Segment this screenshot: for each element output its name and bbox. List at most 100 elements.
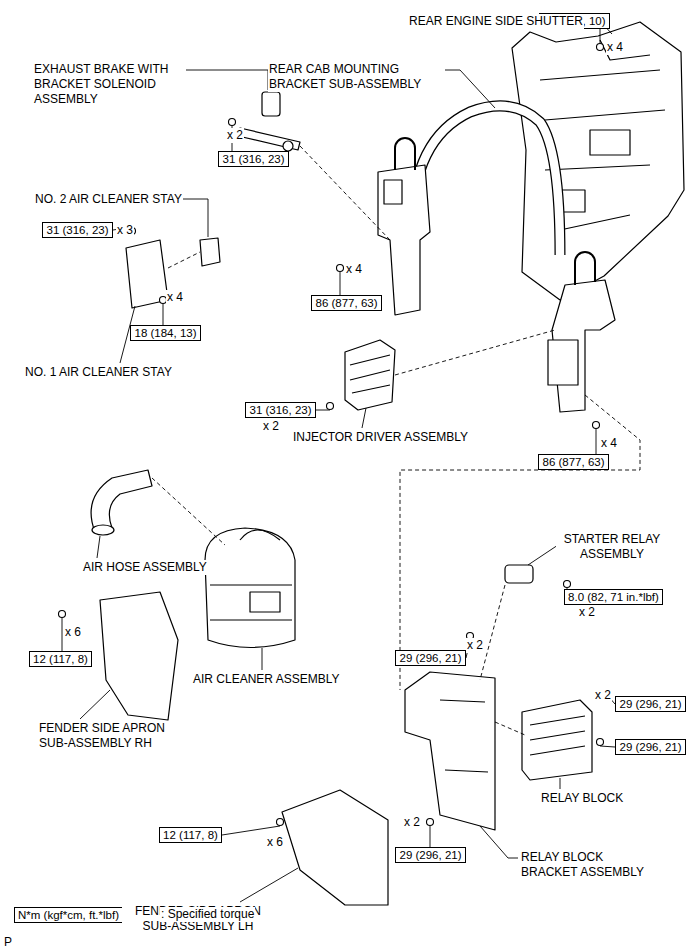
bolt-symbol xyxy=(277,819,284,826)
air-cleaner-detail xyxy=(250,592,280,612)
bolt-symbol xyxy=(564,581,571,588)
leader-line xyxy=(97,536,100,558)
quantity-label: x 2 xyxy=(262,419,280,434)
solenoid-pipe xyxy=(238,128,300,150)
quantity-label: x 4 xyxy=(606,40,624,55)
quantity-label: x 4 xyxy=(600,436,618,451)
air-cleaner xyxy=(205,528,295,648)
torque-value: 18 (184, 13) xyxy=(134,327,196,340)
leader-line xyxy=(480,826,518,858)
quantity-label: x 2 xyxy=(466,638,484,653)
quantity-label: x 4 xyxy=(166,290,184,305)
torque-value: 29 (296, 21) xyxy=(399,849,461,862)
quantity-label: x 6 xyxy=(64,625,82,640)
torque-value: 12 (117, 8) xyxy=(163,829,218,842)
torque-box: 29 (296, 21) xyxy=(395,650,466,666)
quantity-label: x 3 xyxy=(116,223,134,238)
bolt-symbol xyxy=(597,739,604,746)
leader-line xyxy=(528,545,558,565)
no1-stay xyxy=(126,240,168,308)
leader-line xyxy=(600,746,615,747)
torque-box: 86 (877, 63) xyxy=(538,454,609,470)
assembly-line xyxy=(480,585,505,680)
part-name: REAR ENGINE SIDE SHUTTER xyxy=(408,14,584,29)
torque-box: 18 (184, 13) xyxy=(130,325,201,341)
part-name: P xyxy=(3,935,13,950)
part-name: RELAY BLOCK BRACKET ASSEMBLY xyxy=(520,850,657,880)
assembly-line xyxy=(495,722,525,735)
arch-tube xyxy=(412,106,560,255)
quantity-label: x 2 xyxy=(403,815,421,830)
torque-value: 8.0 (82, 71 in.*lbf) xyxy=(568,591,659,604)
torque-box: 12 (117, 8) xyxy=(29,651,92,667)
torque-value: 31 (316, 23) xyxy=(46,224,108,237)
torque-value: 31 (316, 23) xyxy=(249,404,311,417)
part-name: NO. 2 AIR CLEANER STAY xyxy=(34,192,183,207)
assembly-line xyxy=(395,330,555,375)
leader-line xyxy=(186,70,268,90)
hose-end xyxy=(92,525,114,535)
relay-block xyxy=(522,700,592,780)
torque-box: 86 (877, 63) xyxy=(311,295,382,311)
right-bracket-detail xyxy=(548,340,578,385)
fender-apron-lh xyxy=(282,790,388,905)
leader-line xyxy=(222,826,280,835)
arch-tube xyxy=(412,106,560,255)
torque-value: 86 (877, 63) xyxy=(315,297,377,310)
torque-box: 31 (316, 23) xyxy=(245,402,316,418)
relay-bracket xyxy=(405,672,495,830)
torque-box: 8.0 (82, 71 in.*lbf) xyxy=(564,589,663,605)
part-name: : Specified torque xyxy=(160,907,255,922)
quantity-label: x 4 xyxy=(345,262,363,277)
assembly-line xyxy=(152,478,225,545)
left-bracket-detail xyxy=(384,180,402,204)
torque-box: 29 (296, 21) xyxy=(395,847,466,863)
leader-line xyxy=(163,304,164,325)
leader-line xyxy=(316,410,330,411)
leader-line xyxy=(240,868,298,902)
relay-block-detail xyxy=(530,716,585,755)
assembly-line xyxy=(300,146,390,240)
part-name: EXHAUST BRAKE WITH BRACKET SOLENOID ASSE… xyxy=(33,62,185,107)
part-name: FENDER SIDE APRON SUB-ASSEMBLY RH xyxy=(38,721,180,751)
torque-box: N*m (kgf*cm, ft.*lbf) xyxy=(14,907,123,923)
quantity-label: x 2 xyxy=(578,605,596,620)
leader-line xyxy=(600,29,601,43)
torque-box: 29 (296, 21) xyxy=(615,739,686,755)
shutter xyxy=(512,22,684,300)
injector-driver xyxy=(345,340,395,410)
bolt-symbol xyxy=(593,422,600,429)
bolt-symbol xyxy=(337,265,344,272)
part-name: RELAY BLOCK xyxy=(540,791,624,806)
fender-apron-rh xyxy=(100,592,178,720)
bolt-symbol xyxy=(327,403,334,410)
torque-value: N*m (kgf*cm, ft.*lbf) xyxy=(18,909,119,922)
assembly-line xyxy=(168,252,200,268)
leader-line xyxy=(80,690,110,719)
leader-line xyxy=(445,70,495,108)
torque-value: 12 (117, 8) xyxy=(33,653,88,666)
torque-value: 29 (296, 21) xyxy=(619,698,681,711)
part-name: AIR HOSE ASSEMBLY xyxy=(82,560,208,575)
eye-hook xyxy=(395,138,415,170)
part-name: REAR CAB MOUNTING BRACKET SUB-ASSEMBLY xyxy=(268,62,445,92)
part-name: AIR CLEANER ASSEMBLY xyxy=(192,672,341,687)
leader-line xyxy=(560,778,561,789)
bolt-symbol xyxy=(597,44,604,51)
part-name: INJECTOR DRIVER ASSEMBLY xyxy=(292,430,469,445)
starter-relay xyxy=(505,565,533,583)
part-name: STARTER RELAY ASSEMBLY xyxy=(556,532,668,562)
torque-value: 31 (316, 23) xyxy=(222,153,284,166)
no2-stay xyxy=(200,238,220,266)
solenoid xyxy=(262,92,280,116)
shutter-detail xyxy=(590,130,630,155)
torque-box: 31 (316, 23) xyxy=(42,222,113,238)
torque-value: 29 (296, 21) xyxy=(399,652,461,665)
bolt-symbol xyxy=(229,119,236,126)
torque-box: 12 (117, 8) xyxy=(159,827,222,843)
quantity-label: x 2 xyxy=(594,688,612,703)
bolt-symbol xyxy=(59,611,66,618)
leader-line xyxy=(430,826,431,847)
torque-value: 86 (877, 63) xyxy=(542,456,604,469)
